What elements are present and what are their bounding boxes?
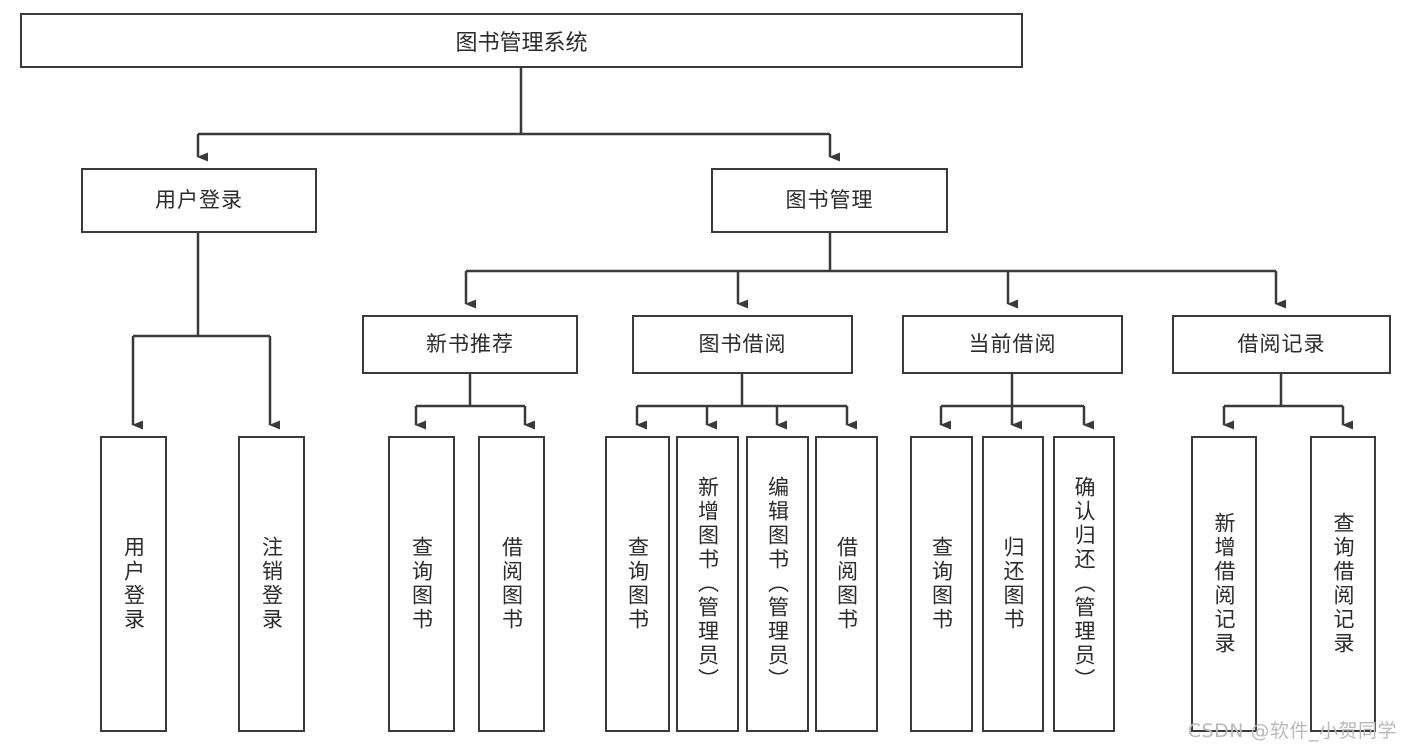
node-root-label: 图书管理系统 xyxy=(455,30,588,56)
leaf-edit-book-label: 编辑图书（管理员） xyxy=(765,476,790,692)
leaf-add-book[interactable]: 新增图书（管理员） xyxy=(676,436,739,732)
leaf-return-book[interactable]: 归还图书 xyxy=(982,436,1044,732)
leaf-borrow-book-2[interactable]: 借阅图书 xyxy=(815,436,878,732)
node-new-book-recommend[interactable]: 新书推荐 xyxy=(362,315,578,374)
leaf-borrow-book-2-label: 借阅图书 xyxy=(834,536,859,632)
leaf-query-book-3[interactable]: 查询图书 xyxy=(910,436,973,732)
watermark-text: CSDN @软件_小贺同学 xyxy=(1187,720,1397,742)
leaf-add-record-label: 新增借阅记录 xyxy=(1212,512,1237,656)
node-book-borrow[interactable]: 图书借阅 xyxy=(632,315,853,374)
leaf-add-record[interactable]: 新增借阅记录 xyxy=(1191,436,1257,732)
leaf-user-login[interactable]: 用户登录 xyxy=(100,436,167,732)
leaf-query-book-2-label: 查询图书 xyxy=(625,536,650,632)
leaf-borrow-book-1-label: 借阅图书 xyxy=(499,536,524,632)
leaf-add-book-label: 新增图书（管理员） xyxy=(695,476,720,692)
node-root[interactable]: 图书管理系统 xyxy=(20,13,1023,68)
node-current-borrow-label: 当前借阅 xyxy=(968,331,1057,356)
leaf-query-book-1-label: 查询图书 xyxy=(409,536,434,632)
node-borrow-record-label: 借阅记录 xyxy=(1237,331,1326,356)
leaf-confirm-return-label: 确认归还（管理员） xyxy=(1072,476,1097,692)
node-new-book-recommend-label: 新书推荐 xyxy=(426,331,514,356)
leaf-user-logout-label: 注销登录 xyxy=(259,536,284,632)
node-book-manage[interactable]: 图书管理 xyxy=(711,168,948,233)
leaf-return-book-label: 归还图书 xyxy=(1001,536,1026,632)
leaf-query-book-2[interactable]: 查询图书 xyxy=(605,436,670,732)
leaf-borrow-book-1[interactable]: 借阅图书 xyxy=(478,436,545,732)
leaf-user-logout[interactable]: 注销登录 xyxy=(238,436,305,732)
leaf-user-login-label: 用户登录 xyxy=(121,536,146,632)
node-user-login[interactable]: 用户登录 xyxy=(81,168,317,233)
leaf-confirm-return[interactable]: 确认归还（管理员） xyxy=(1053,436,1115,732)
node-user-login-label: 用户登录 xyxy=(155,187,243,212)
node-current-borrow[interactable]: 当前借阅 xyxy=(902,315,1123,374)
leaf-query-book-1[interactable]: 查询图书 xyxy=(388,436,455,732)
leaf-query-record[interactable]: 查询借阅记录 xyxy=(1310,436,1376,732)
leaf-edit-book[interactable]: 编辑图书（管理员） xyxy=(746,436,809,732)
leaf-query-book-3-label: 查询图书 xyxy=(929,536,954,632)
leaf-query-record-label: 查询借阅记录 xyxy=(1331,512,1356,656)
node-book-manage-label: 图书管理 xyxy=(785,187,874,212)
node-borrow-record[interactable]: 借阅记录 xyxy=(1172,315,1391,374)
node-book-borrow-label: 图书借阅 xyxy=(698,331,787,356)
